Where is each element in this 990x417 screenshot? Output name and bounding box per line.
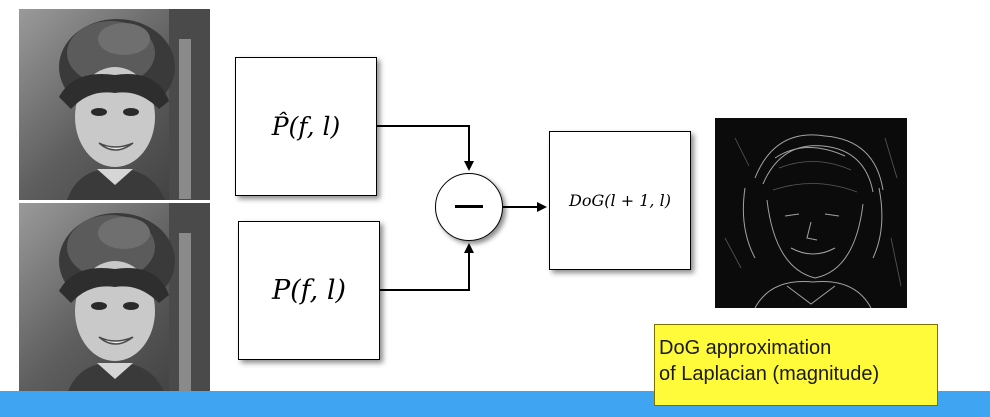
annotation-note: DoG approximation of Laplacian (magnitud… (654, 324, 938, 406)
portrait-photo-bottom (19, 203, 210, 394)
dog-label: DoG(l + 1, l) (569, 191, 671, 210)
laplacian-magnitude-image (715, 118, 907, 308)
p-label: P(f, l) (271, 275, 347, 306)
p-hat-block: P̂(f, l) (235, 57, 377, 196)
note-line-2: of Laplacian (magnitude) (659, 363, 880, 385)
subtract-operator (435, 173, 503, 241)
portrait-photo-top (19, 9, 210, 200)
p-hat-label: P̂(f, l) (271, 112, 341, 141)
note-line-1: DoG approximation (659, 337, 832, 359)
p-block: P(f, l) (238, 221, 380, 360)
minus-icon (455, 205, 483, 208)
dog-block: DoG(l + 1, l) (549, 131, 691, 270)
